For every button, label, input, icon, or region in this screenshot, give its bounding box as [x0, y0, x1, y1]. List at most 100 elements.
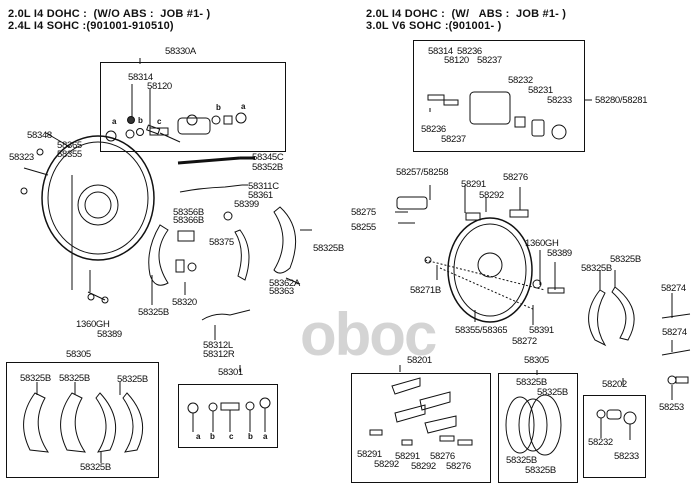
part-label-58363[interactable]: 58363	[269, 286, 294, 297]
part-label-58325B[interactable]: 58325B	[610, 254, 641, 265]
part-label-58375[interactable]: 58375	[209, 237, 234, 248]
pad-kit-title: 58201	[407, 355, 432, 366]
part-label-58232[interactable]: 58232	[588, 437, 613, 448]
part-label-58323[interactable]: 58323	[9, 152, 34, 163]
part-label-58325B[interactable]: 58325B	[20, 373, 51, 384]
part-label-1360GH[interactable]: 1360GH	[525, 238, 559, 249]
right-header-line-1: 2.0L I4 DOHC : (W/ ABS : JOB #1- )	[366, 8, 567, 20]
part-label-58120[interactable]: 58120	[147, 81, 172, 92]
part-label-58292[interactable]: 58292	[374, 459, 399, 470]
part-label-58325B[interactable]: 58325B	[516, 377, 547, 388]
part-label-58355-58365[interactable]: 58355/58365	[455, 325, 508, 336]
part-label-58389[interactable]: 58389	[547, 248, 572, 259]
marker-a: a	[263, 432, 268, 441]
right-parking-shoes	[588, 286, 691, 385]
part-label-58291[interactable]: 58291	[395, 451, 420, 462]
right-shoe-kit-box	[498, 373, 578, 483]
part-label-58312R[interactable]: 58312R	[203, 349, 235, 360]
part-label-58348[interactable]: 58348	[27, 130, 52, 141]
part-label-58312L[interactable]: 58312L	[203, 340, 233, 351]
part-label-58292[interactable]: 58292	[479, 190, 504, 201]
left-header-line-2: 2.4L I4 SOHC :(901001-910510)	[8, 20, 174, 32]
part-label-58271B[interactable]: 58271B	[410, 285, 441, 296]
hardware-kit-box	[178, 384, 278, 448]
part-label-58320[interactable]: 58320	[172, 297, 197, 308]
part-label-1360GH[interactable]: 1360GH	[76, 319, 110, 330]
part-label-58237[interactable]: 58237	[477, 55, 502, 66]
part-label-58236[interactable]: 58236	[457, 46, 482, 57]
part-label-58257-58258[interactable]: 58257/58258	[396, 167, 449, 178]
seal-kit-title: 58202	[602, 379, 627, 390]
part-label-58325B[interactable]: 58325B	[506, 455, 537, 466]
part-label-58325B[interactable]: 58325B	[313, 243, 344, 254]
part-label-58325B[interactable]: 58325B	[581, 263, 612, 274]
right-shoe-kit-shoes	[505, 394, 562, 456]
right-shoe-kit-title: 58305	[524, 355, 549, 366]
marker-c: c	[157, 117, 162, 126]
part-label-58276[interactable]: 58276	[430, 451, 455, 462]
seal-kit-box	[583, 395, 646, 478]
caliper-kit-box	[413, 40, 585, 152]
part-label-58233[interactable]: 58233	[614, 451, 639, 462]
part-label-58362A[interactable]: 58362A	[269, 278, 300, 289]
wheel-cylinder-parts	[105, 84, 247, 143]
part-label-58345C[interactable]: 58345C	[252, 152, 284, 163]
part-label-58292[interactable]: 58292	[411, 461, 436, 472]
part-label-58325B[interactable]: 58325B	[138, 307, 169, 318]
part-label-58272[interactable]: 58272	[512, 336, 537, 347]
left-shoe-kit-box	[6, 362, 159, 478]
left-loose-parts	[148, 156, 297, 321]
part-label-58291[interactable]: 58291	[461, 179, 486, 190]
marker-a: a	[241, 102, 246, 111]
part-label-58325B[interactable]: 58325B	[537, 387, 568, 398]
part-label-58366B[interactable]: 58366B	[173, 215, 204, 226]
marker-b: b	[248, 432, 253, 441]
part-label-58232[interactable]: 58232	[508, 75, 533, 86]
part-label-58236[interactable]: 58236	[421, 124, 446, 135]
part-label-58389[interactable]: 58389	[97, 329, 122, 340]
left-header-line-1: 2.0L I4 DOHC : (W/O ABS : JOB #1- )	[8, 8, 211, 20]
part-label-58361[interactable]: 58361	[248, 190, 273, 201]
part-label-58231[interactable]: 58231	[528, 85, 553, 96]
part-label-58311C[interactable]: 58311C	[248, 181, 279, 192]
right-header-line-2: 3.0L V6 SOHC :(901001- )	[366, 20, 502, 32]
part-label-58365[interactable]: 58365	[57, 140, 82, 151]
left-shoe-kit-shoes	[23, 392, 144, 453]
part-label-58274[interactable]: 58274	[662, 327, 687, 338]
part-label-58233[interactable]: 58233	[547, 95, 572, 106]
wheel-cylinder-kit-title: 58330A	[165, 46, 196, 57]
part-label-58274[interactable]: 58274	[661, 283, 686, 294]
part-label-58325B[interactable]: 58325B	[59, 373, 90, 384]
part-label-58325B[interactable]: 58325B	[80, 462, 111, 473]
part-label-58314[interactable]: 58314	[428, 46, 453, 57]
part-label-58253[interactable]: 58253	[659, 402, 684, 413]
part-label-58291[interactable]: 58291	[357, 449, 382, 460]
marker-b: b	[210, 432, 215, 441]
pad-kit-box	[351, 373, 491, 483]
part-label-58276[interactable]: 58276	[503, 172, 528, 183]
leader-lines	[36, 58, 673, 463]
part-label-58237[interactable]: 58237	[441, 134, 466, 145]
marker-c: c	[229, 432, 234, 441]
wheel-cylinder-kit-box	[100, 62, 286, 152]
part-label-58356B[interactable]: 58356B	[173, 207, 204, 218]
part-label-58399[interactable]: 58399	[234, 199, 259, 210]
part-label-58325B[interactable]: 58325B	[117, 374, 148, 385]
part-label-58120[interactable]: 58120	[444, 55, 469, 66]
caliper-kit-title[interactable]: 58280/58281	[595, 95, 648, 106]
part-label-58355[interactable]: 58355	[57, 149, 82, 160]
part-label-58325B[interactable]: 58325B	[525, 465, 556, 476]
part-label-58391[interactable]: 58391	[529, 325, 554, 336]
part-label-58314[interactable]: 58314	[128, 72, 153, 83]
marker-b: b	[216, 103, 221, 112]
marker-a: a	[112, 117, 117, 126]
part-label-58275[interactable]: 58275	[351, 207, 376, 218]
part-label-58276[interactable]: 58276	[446, 461, 471, 472]
pad-kit-parts	[369, 377, 473, 446]
part-label-58352B[interactable]: 58352B	[252, 162, 283, 173]
hardware-kit-title: 58301	[218, 367, 243, 378]
right-backing-plate	[396, 196, 565, 323]
marker-a: a	[196, 432, 201, 441]
part-label-58255[interactable]: 58255	[351, 222, 376, 233]
